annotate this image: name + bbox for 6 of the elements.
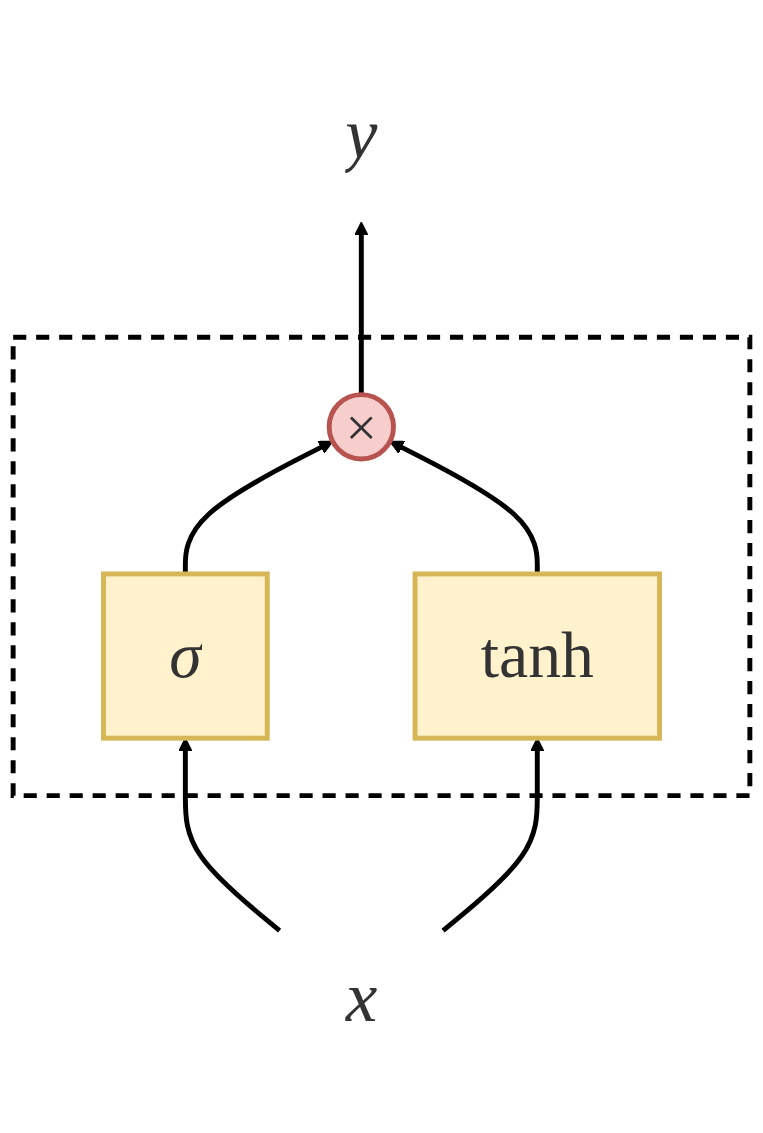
cluster <box>10 334 753 799</box>
node-text: y <box>345 94 378 175</box>
node-box: σ <box>101 571 270 741</box>
node-text: x <box>345 956 378 1038</box>
node-circle: × <box>326 392 396 462</box>
node-box: tanh <box>412 571 662 741</box>
